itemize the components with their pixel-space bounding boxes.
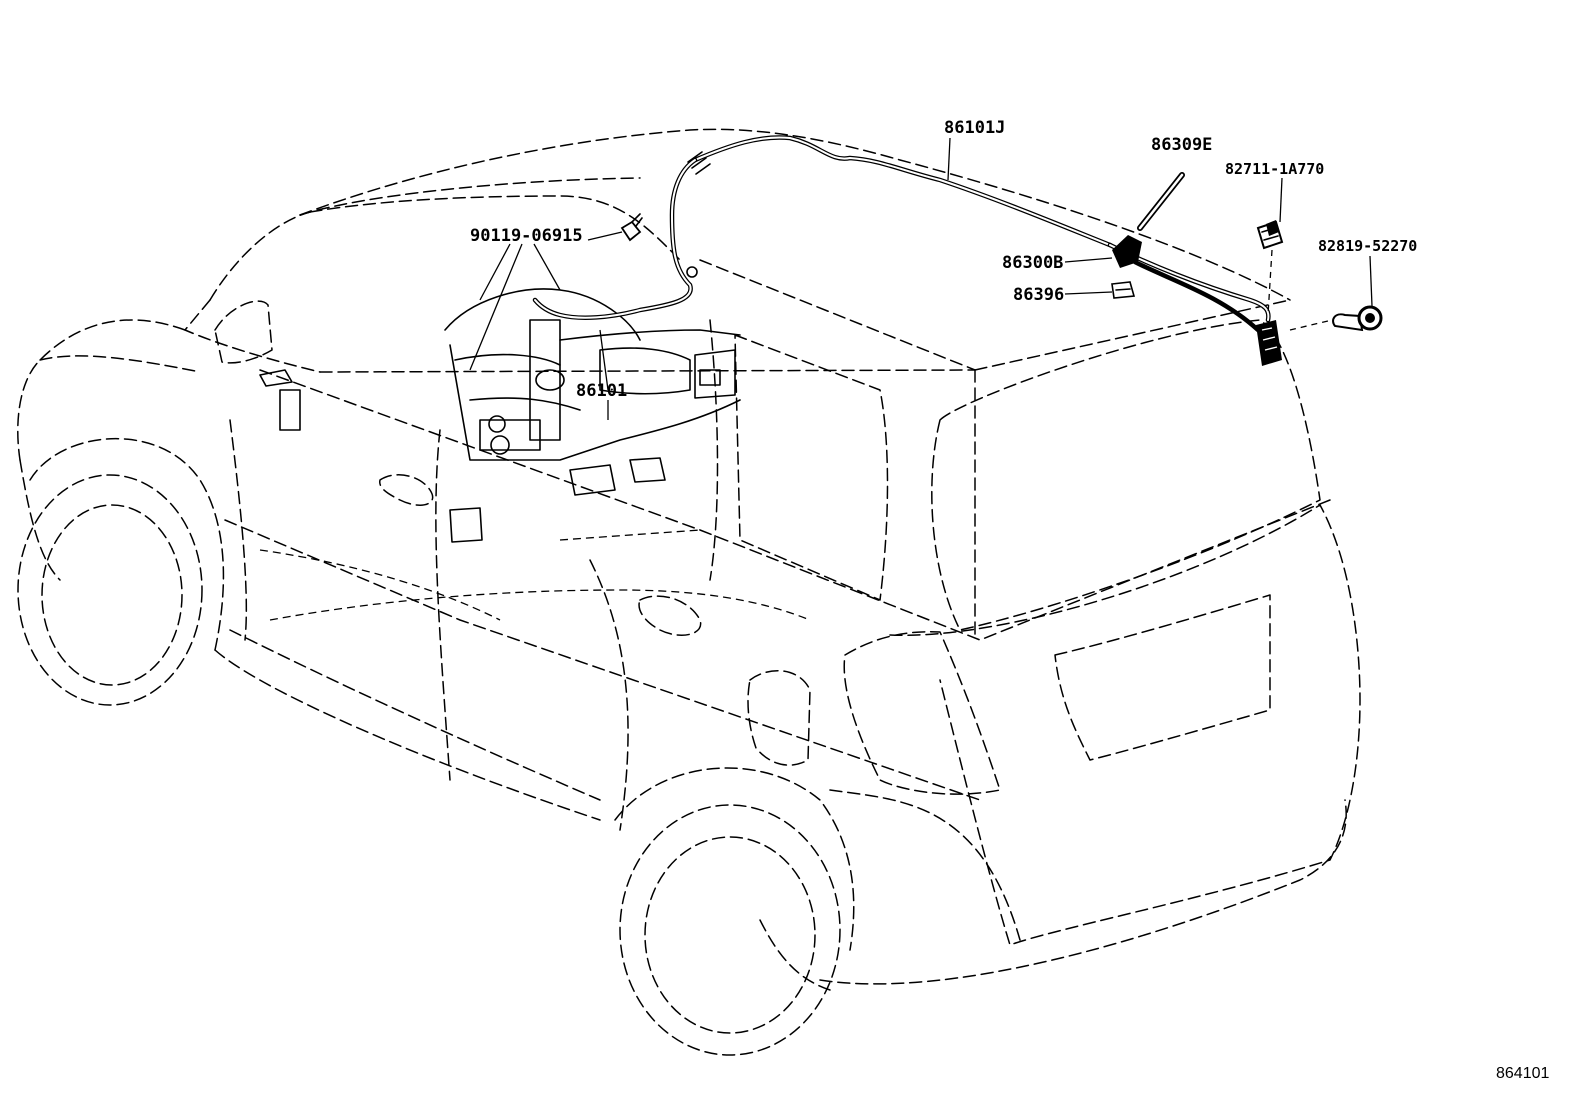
label-grommet: 82819-52270 [1318,237,1417,255]
label-pad: 86396 [1013,285,1064,305]
vehicle-outline [17,128,1361,1056]
antenna-harness [532,135,1271,333]
label-bolt: 90119-06915 [470,226,583,246]
grommet-part [1332,305,1383,332]
label-harness-main: 86101J [944,118,1005,138]
dashboard [259,288,741,543]
pad-part [1111,281,1136,299]
bolt-part [620,213,643,242]
label-antenna-rod: 86309E [1151,135,1212,155]
leader-lines [469,137,1373,420]
label-lead-front: 86101 [576,381,627,401]
clip-part [1256,220,1284,250]
figure-number: 864101 [1496,1065,1549,1082]
antenna-base-part [1112,235,1142,268]
part-labels: 86101J 86309E 82711-1A770 90119-06915 86… [470,118,1417,401]
label-clip: 82711-1A770 [1225,160,1324,178]
connector-cluster-part [1256,320,1282,366]
antenna-rod-part [1137,172,1185,231]
label-antenna-base: 86300B [1002,253,1063,273]
